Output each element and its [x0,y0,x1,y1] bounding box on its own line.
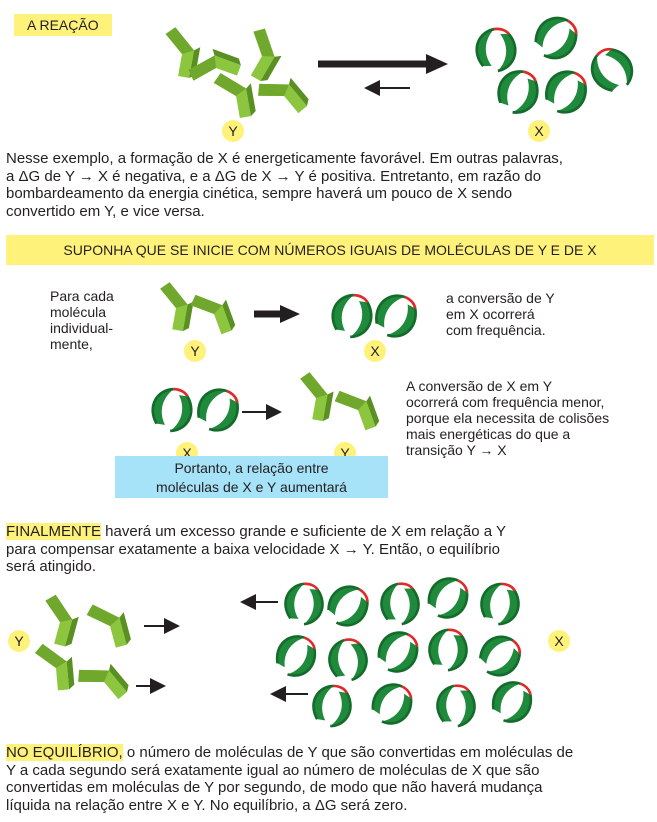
x-molecule [423,572,473,624]
frequent-conversion-text: a conversão de Y em X ocorrerá com frequ… [446,290,646,338]
y-molecule [84,597,133,653]
text-line: Y a cada segundo será exatamente igual a… [6,761,540,779]
text-line: a ΔG de Y → X é negativa, e a ΔG de X → … [6,167,542,185]
finally-paragraph: FINALMENTE haverá um excesso grande e su… [6,523,654,576]
x-molecule [476,579,524,629]
x-molecule [473,628,527,684]
y-molecule [331,381,381,437]
x-molecule [321,632,375,688]
text-segment: haverá um excesso grande e suficiente de… [101,523,506,540]
text-line: convertido em Y, e vice versa. [6,202,205,220]
text-line: para compensar exatamente a baixa veloci… [6,540,500,558]
x-molecule [497,70,539,114]
section-tag-reaction: A REAÇÃO [14,14,112,36]
x-molecule [308,681,356,731]
x-molecule [328,291,376,341]
text-line: A conversão de X em Y [406,378,553,394]
text-line: em X ocorrerá [446,306,535,322]
y-molecule [35,592,83,648]
individual-molecule-text: Para cada molécula individual- mente, [50,288,150,352]
label-y: Y [184,340,206,362]
y-molecule [72,651,132,712]
text-line: bombardeamento da energia cinética, semp… [6,185,513,202]
x-molecule [372,291,420,341]
y-molecule [187,285,237,341]
label-y: Y [222,120,244,142]
label-y: Y [8,630,30,652]
text-line: individual- [50,320,114,336]
text-line: mais energéticas do que a [406,426,571,442]
label-x: X [364,340,386,362]
x-molecule [423,624,473,676]
x-molecule [367,678,417,730]
text-line: a conversão de Y [446,290,555,306]
x-molecule [529,10,583,66]
x-molecule [430,679,482,733]
text-line: Para cada [50,288,114,304]
label-x: X [548,630,570,652]
text-line: Portanto, a relação entre [174,460,329,476]
y-molecule [153,280,197,333]
finally-tag: FINALMENTE [6,523,102,540]
text-line: molécula [50,304,107,320]
x-molecule [373,626,423,678]
rare-conversion-text: A conversão de X em Y ocorrerá com frequ… [406,378,656,458]
x-molecule [194,385,242,435]
text-line: transição Y → X [406,442,507,458]
y-molecule [293,370,337,423]
text-line: FINALMENTE haverá um excesso grande e su… [6,523,654,541]
x-molecule [583,41,641,99]
label-x: X [528,120,550,142]
x-molecule [272,631,320,681]
text-line: convertidas em moléculas de Y por segund… [6,779,543,796]
text-line: com frequência. [446,322,546,338]
text-line: NO EQUILÍBRIO, o número de moléculas de … [6,744,657,762]
equilibrium-paragraph: NO EQUILÍBRIO, o número de moléculas de … [6,744,657,814]
x-molecule [322,579,374,633]
y-molecule [34,641,75,693]
x-molecule [542,67,590,117]
reaction-paragraph: Nesse exemplo, a formação de X é energet… [6,150,654,220]
x-molecule [148,385,196,435]
text-line: porque ela necessita de colisões [406,410,610,426]
text-line: ocorrerá com frequência menor, [406,394,605,410]
text-line: Nesse exemplo, a formação de X é energet… [6,150,563,167]
x-molecule [279,578,329,630]
x-molecule [488,677,536,727]
x-molecule [469,22,523,78]
x-molecule [374,577,426,631]
section-banner-assumption: SUPONHA QUE SE INICIE COM NÚMEROS IGUAIS… [6,235,654,265]
y-molecule [212,68,257,122]
text-line: moléculas de X e Y aumentará [156,479,347,495]
text-segment: o número de moléculas de Y que são conve… [122,744,574,761]
text-line: será atingido. [6,558,97,575]
text-line: mente, [50,336,93,352]
text-line: líquida na relação entre X e Y. No equil… [6,796,408,814]
y-molecule [233,24,290,84]
equilibrium-tag: NO EQUILÍBRIO, [6,744,123,761]
conclusion-box: Portanto, a relação entre moléculas de X… [115,456,388,498]
